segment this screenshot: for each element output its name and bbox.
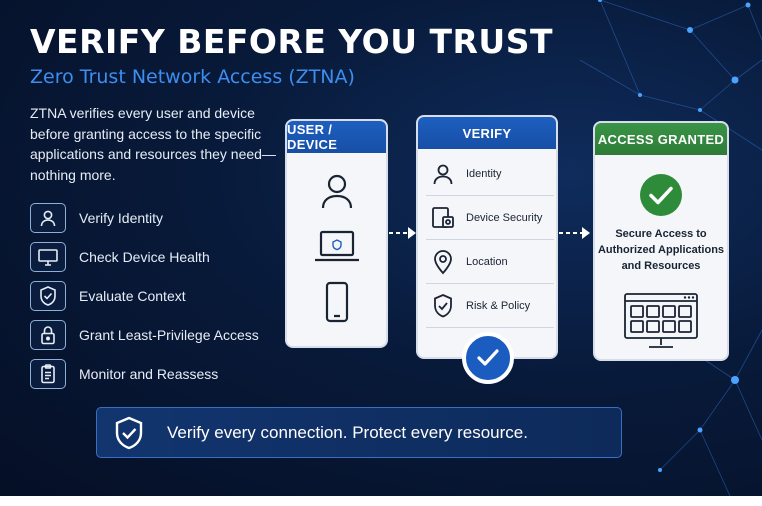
verify-row-identity: Identity — [426, 152, 554, 196]
verify-row-label: Device Security — [466, 211, 543, 224]
verify-row-label: Risk & Policy — [466, 299, 531, 312]
page-title: VERIFY BEFORE YOU TRUST — [30, 22, 553, 61]
flow-arrow-1 — [389, 227, 416, 239]
verify-row-device-security: Device Security — [426, 196, 554, 240]
shield-check-icon — [113, 416, 145, 450]
step-label: Evaluate Context — [79, 287, 186, 304]
step-verify-identity: Verify Identity — [30, 198, 259, 237]
verify-row-location: Location — [426, 240, 554, 284]
verify-row-label: Location — [466, 255, 508, 268]
verified-checkmark-icon — [462, 332, 514, 384]
tagline-banner: Verify every connection. Protect every r… — [96, 407, 622, 458]
verify-row-risk-policy: Risk & Policy — [426, 284, 554, 328]
flow-arrow-2 — [559, 227, 590, 239]
access-granted-text: Secure Access to Authorized Applications… — [595, 226, 727, 274]
tagline-text: Verify every connection. Protect every r… — [167, 422, 528, 442]
person-icon — [287, 171, 386, 211]
access-text-line: Secure Access to — [615, 228, 707, 240]
access-granted-card: ACCESS GRANTED Secure Access to Authoriz… — [593, 121, 729, 361]
shield-check-icon — [30, 280, 66, 311]
device-security-icon — [426, 206, 460, 230]
access-text-line: and Resources — [621, 260, 701, 272]
check-circle-icon — [595, 173, 727, 217]
lock-icon — [30, 320, 66, 351]
shield-check-icon — [426, 293, 460, 319]
monitor-icon — [30, 241, 66, 272]
verify-row-label: Identity — [466, 167, 502, 180]
clipboard-icon — [30, 359, 66, 390]
step-monitor-reassess: Monitor and Reassess — [30, 355, 259, 394]
app-dashboard-icon — [595, 291, 727, 351]
user-device-header: USER / DEVICE — [287, 121, 386, 153]
user-icon — [30, 202, 66, 233]
user-device-card: USER / DEVICE — [285, 119, 388, 348]
person-icon — [426, 162, 460, 186]
step-label: Grant Least-Privilege Access — [79, 327, 259, 344]
verify-header: VERIFY — [418, 117, 556, 149]
step-grant-least-privilege: Grant Least-Privilege Access — [30, 316, 259, 355]
step-label: Check Device Health — [79, 248, 210, 265]
phone-icon — [287, 281, 386, 323]
description-text: ZTNA verifies every user and device befo… — [30, 105, 276, 183]
laptop-icon — [287, 229, 386, 265]
steps-list: Verify Identity Check Device Health Eval… — [30, 198, 259, 394]
step-label: Verify Identity — [79, 209, 164, 226]
step-label: Monitor and Reassess — [79, 366, 219, 383]
location-pin-icon — [426, 249, 460, 275]
access-granted-header: ACCESS GRANTED — [595, 123, 727, 155]
page-subtitle: Zero Trust Network Access (ZTNA) — [30, 66, 355, 88]
step-evaluate-context: Evaluate Context — [30, 276, 259, 315]
step-check-device-health: Check Device Health — [30, 237, 259, 276]
verify-card: VERIFY Identity Device Security Location… — [416, 115, 558, 359]
access-text-line: Authorized Applications — [597, 244, 725, 256]
